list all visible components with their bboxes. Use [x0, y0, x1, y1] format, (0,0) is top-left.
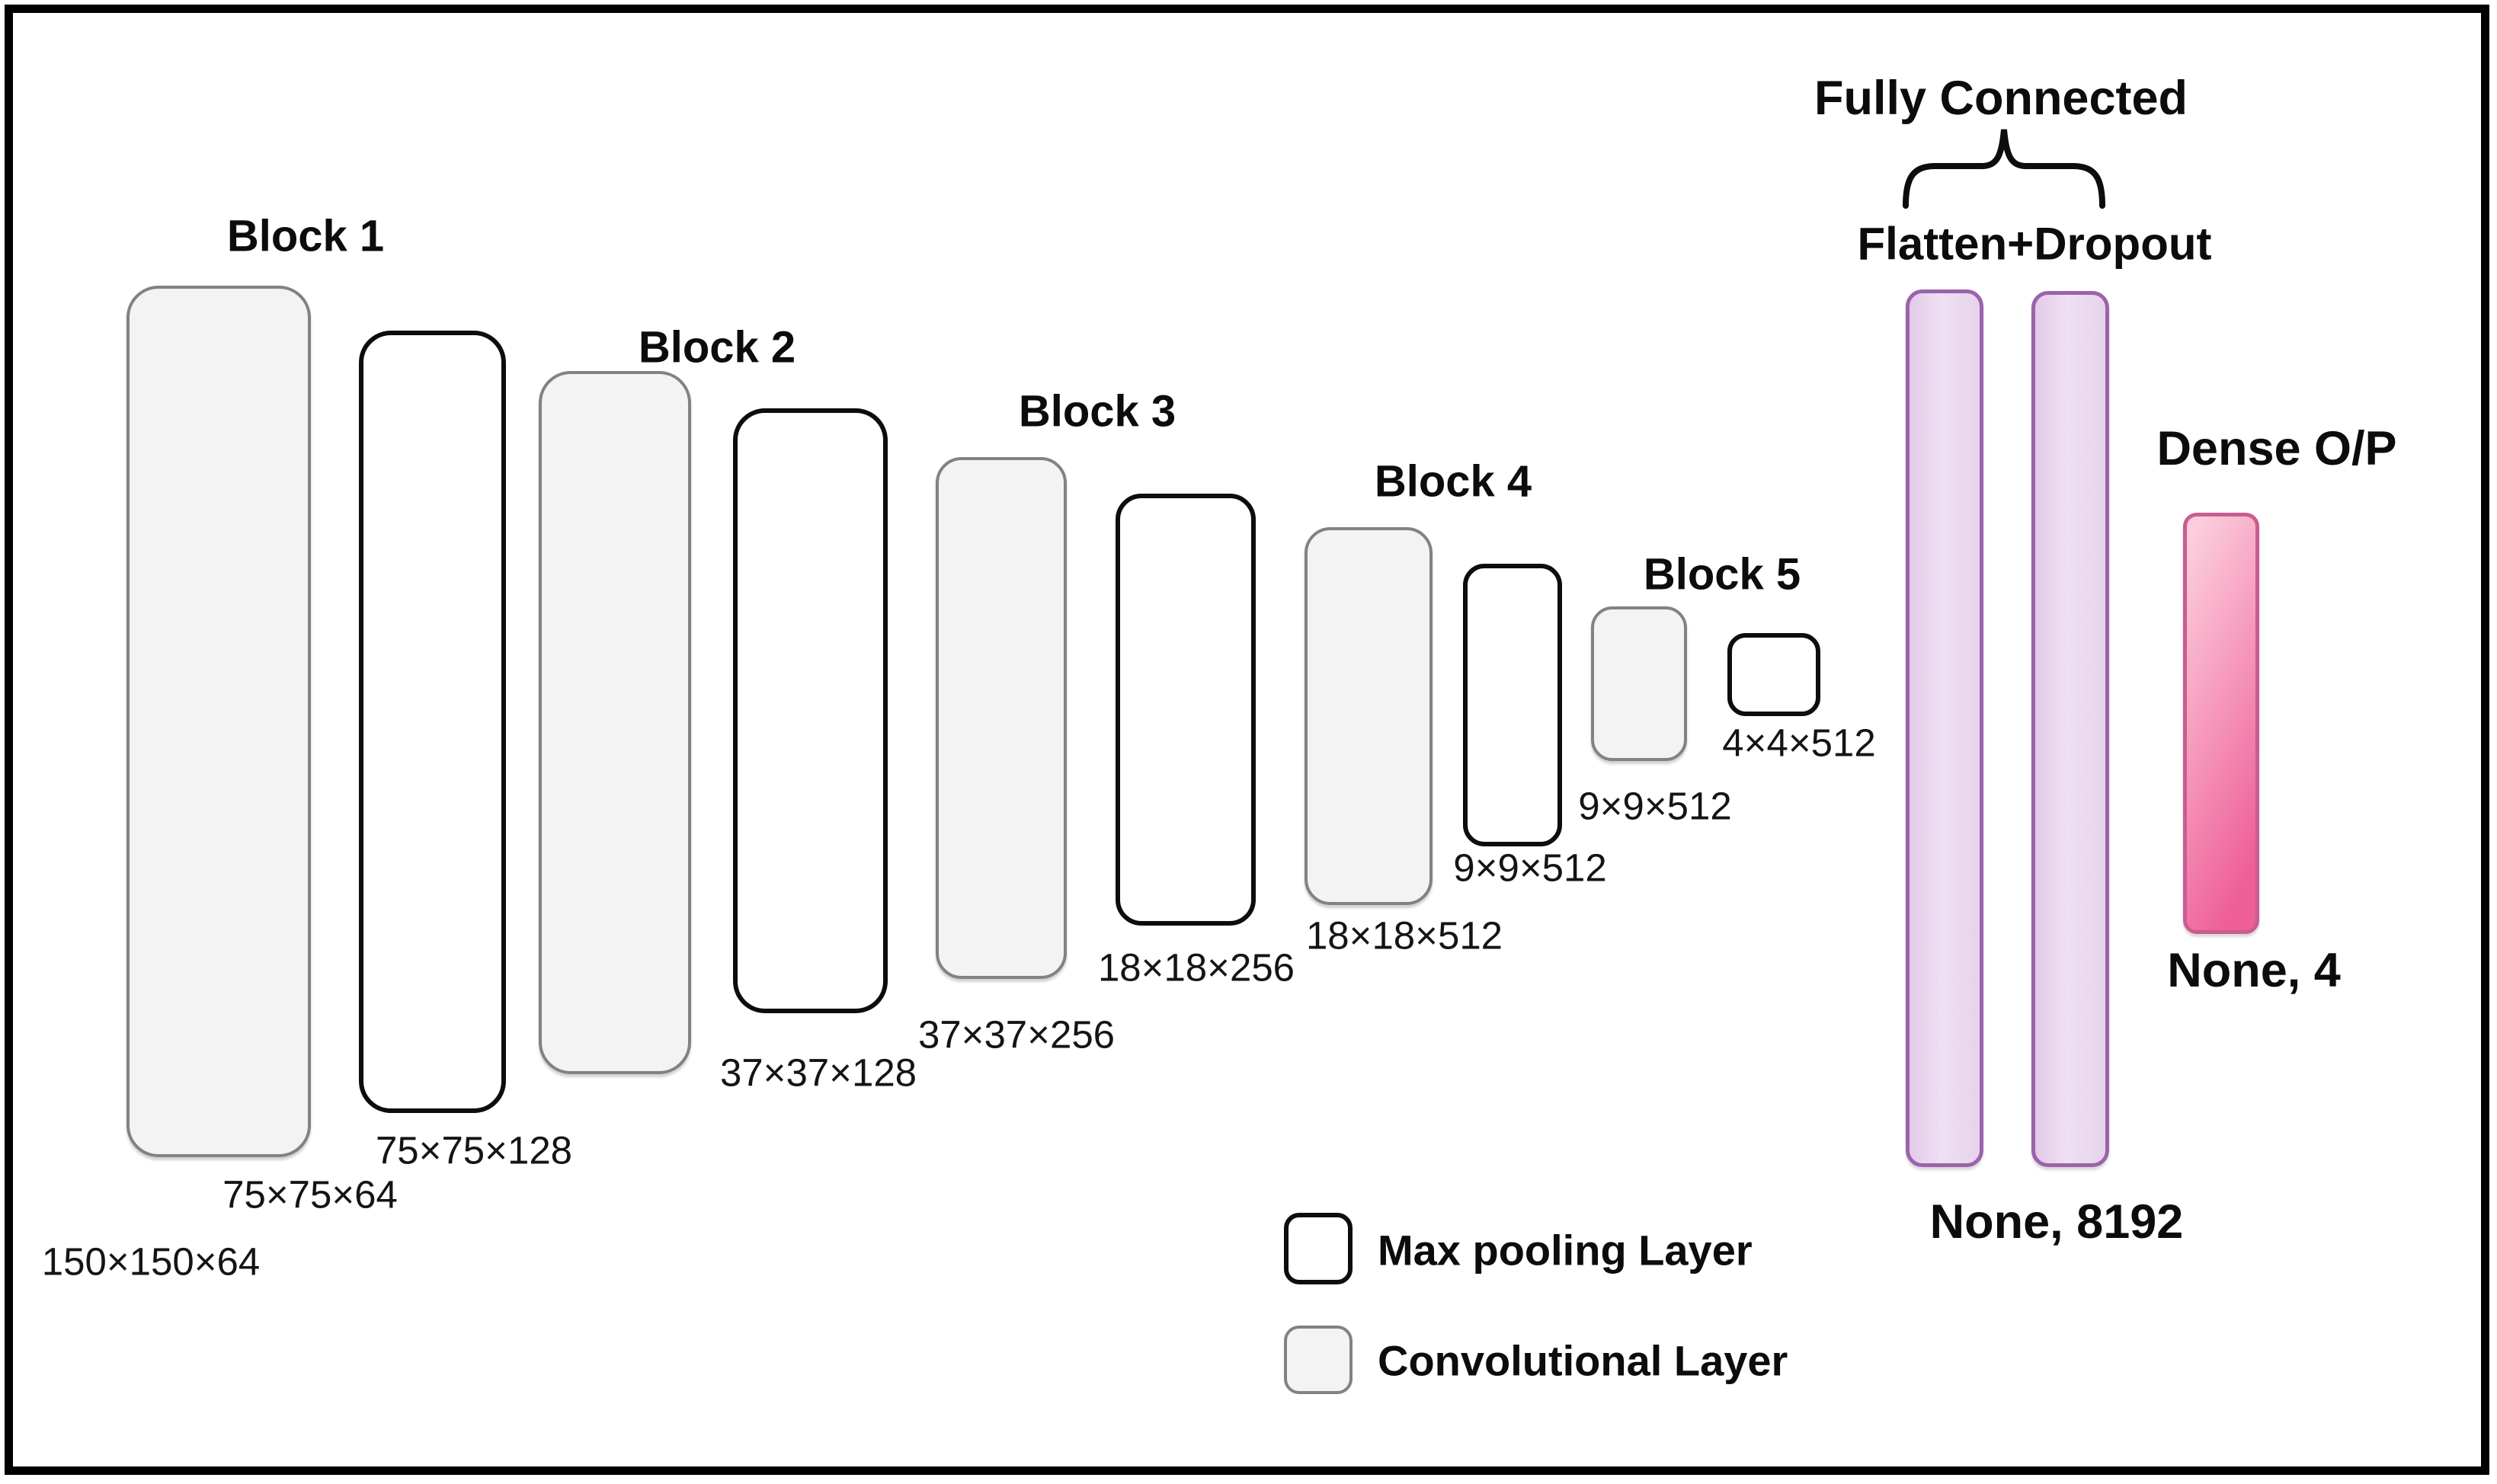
- layer-shape-label-3: 75×75×128: [375, 1128, 573, 1172]
- layer-shape-label-1: 150×150×64: [41, 1239, 261, 1284]
- maxpool-layer-rect-2: [733, 408, 888, 1013]
- conv-layer-rect-3: [936, 457, 1067, 979]
- fully-connected-title: Fully Connected: [1814, 72, 2188, 125]
- layer-shape-label-9: 9×9×512: [1578, 784, 1732, 828]
- block-3-title: Block 3: [1018, 386, 1176, 437]
- conv-layer-rect-2: [539, 371, 691, 1074]
- legend-conv-swatch: [1284, 1326, 1353, 1394]
- dense-output-bar: [2183, 513, 2259, 934]
- fc-layer-bar-1: [1906, 289, 1983, 1167]
- block-1-title: Block 1: [226, 211, 385, 261]
- layer-shape-label-5: 37×37×256: [917, 1012, 1116, 1057]
- conv-layer-rect-4: [1305, 527, 1433, 905]
- curly-brace-icon: [1903, 129, 2105, 209]
- maxpool-layer-rect-1: [359, 331, 506, 1113]
- block-5-title: Block 5: [1643, 549, 1801, 600]
- maxpool-layer-rect-5: [1727, 633, 1820, 716]
- block-2-title: Block 2: [638, 322, 796, 373]
- layer-shape-label-2: 75×75×64: [222, 1172, 398, 1217]
- maxpool-layer-rect-3: [1116, 494, 1256, 926]
- conv-layer-rect-1: [126, 286, 311, 1157]
- maxpool-layer-rect-4: [1463, 564, 1562, 846]
- fc-output-shape-label: None, 8192: [1929, 1195, 2184, 1249]
- conv-layer-rect-5: [1591, 606, 1687, 761]
- flatten-dropout-label: Flatten+Dropout: [1857, 218, 2212, 270]
- diagram-border: [5, 5, 2489, 1475]
- dense-output-shape-label: None, 4: [2167, 944, 2341, 997]
- layer-shape-label-6: 18×18×256: [1097, 945, 1295, 990]
- dense-output-title: Dense O/P: [2156, 422, 2397, 475]
- layer-shape-label-8: 9×9×512: [1453, 846, 1607, 890]
- layer-shape-label-7: 18×18×512: [1305, 913, 1503, 958]
- block-4-title: Block 4: [1374, 456, 1532, 507]
- layer-shape-label-10: 4×4×512: [1722, 721, 1876, 765]
- legend-maxpool-swatch: [1284, 1213, 1353, 1284]
- fc-layer-bar-2: [2031, 291, 2109, 1167]
- layer-shape-label-4: 37×37×128: [719, 1051, 917, 1095]
- legend-maxpool-label: Max pooling Layer: [1378, 1226, 1753, 1275]
- legend-conv-label: Convolutional Layer: [1378, 1336, 1788, 1385]
